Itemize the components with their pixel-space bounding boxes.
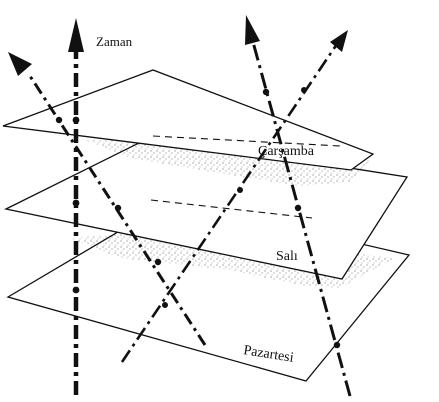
shadow-under-wednesday [85, 140, 370, 186]
worldline-diagonal-right-long [120, 30, 348, 363]
shadow-under-tuesday [70, 232, 395, 288]
left-arrowhead-icon [8, 52, 32, 76]
right-arrowhead-icon [330, 30, 348, 52]
upper-arrowhead-icon [245, 15, 260, 45]
worldline-steep-right [245, 15, 352, 397]
tuesday-label: Salı [276, 249, 298, 264]
worldline-diagonal-left [8, 52, 207, 346]
wednesday-label: Çarşamba [258, 144, 315, 159]
time-arrowhead-icon [68, 18, 84, 52]
tuesday-hidden-edge [150, 199, 313, 219]
plane-wednesday [2, 69, 375, 171]
wednesday-hidden-edge [152, 135, 341, 147]
worldline-time-axis [68, 18, 84, 395]
time-axis-label: Zaman [96, 34, 133, 49]
